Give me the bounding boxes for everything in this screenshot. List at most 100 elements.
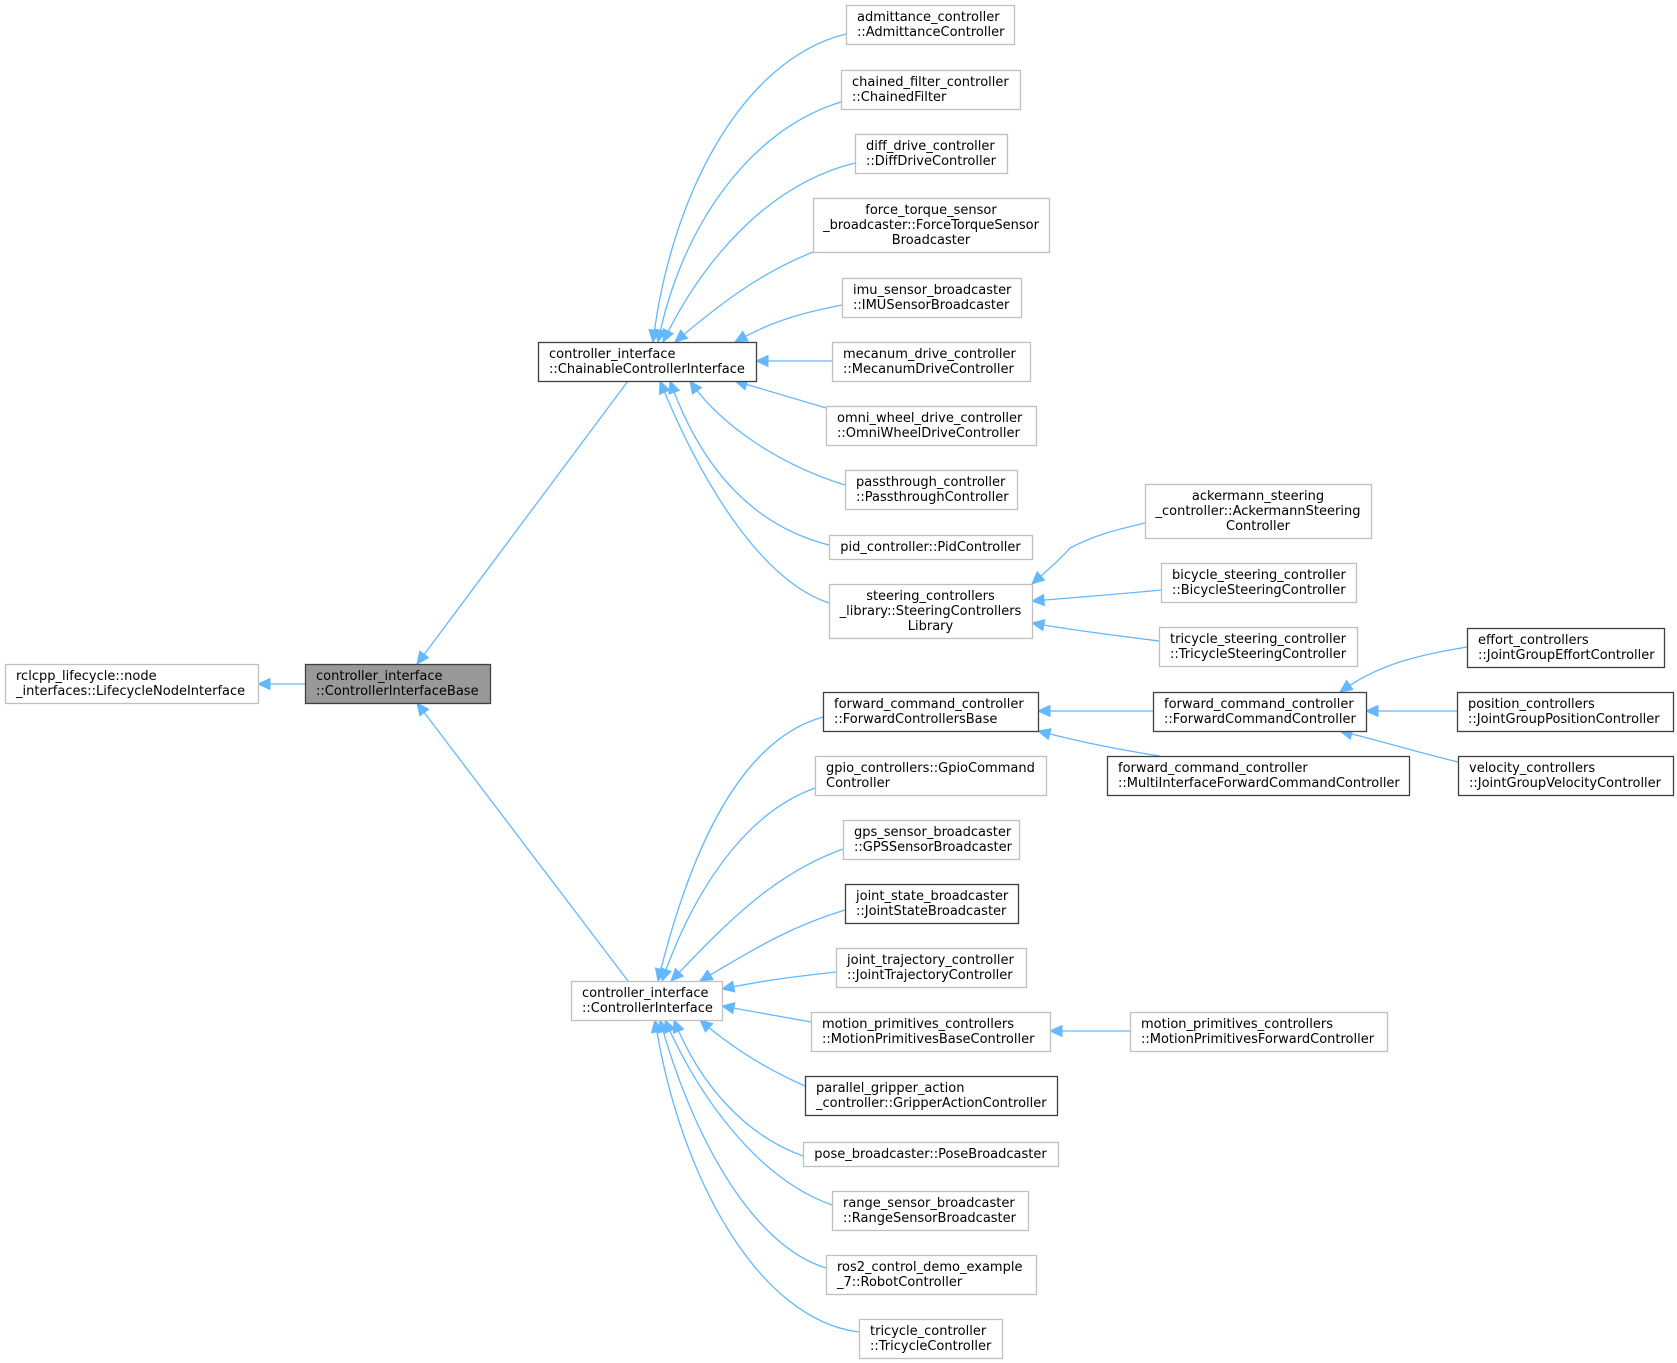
class-node-rclcpp[interactable]: rclcpp_lifecycle::node_interfaces::Lifec… — [4, 663, 260, 705]
class-name-line: Controller — [826, 776, 891, 791]
class-node-ci[interactable]: controller_interface::ControllerInterfac… — [570, 980, 724, 1022]
class-node-diff[interactable]: diff_drive_controller::DiffDriveControll… — [854, 133, 1009, 175]
class-name-line: chained_filter_controller — [852, 75, 1009, 90]
class-box — [845, 4, 1016, 46]
class-node-omni[interactable]: omni_wheel_drive_controller::OmniWheelDr… — [825, 405, 1038, 447]
inheritance-edge-pid-to-cci — [668, 379, 830, 546]
class-node-cib: controller_interface::ControllerInterfac… — [304, 663, 492, 705]
class-box — [537, 341, 758, 383]
class-name-line: Broadcaster — [892, 233, 971, 248]
class-box — [1457, 755, 1675, 797]
class-name-line: ::GPSSensorBroadcaster — [854, 840, 1013, 855]
class-name-line: ::ForwardCommandController — [1164, 712, 1356, 727]
class-node-range[interactable]: range_sensor_broadcaster::RangeSensorBro… — [831, 1190, 1030, 1232]
arrowhead-icon — [698, 969, 714, 982]
class-node-tricycle[interactable]: tricycle_controller::TricycleController — [858, 1318, 1004, 1360]
class-node-force[interactable]: force_torque_sensor_broadcaster::ForceTo… — [812, 197, 1051, 254]
class-name-line: pose_broadcaster::PoseBroadcaster — [814, 1147, 1047, 1162]
class-node-multifwd[interactable]: forward_command_controller::MultiInterfa… — [1106, 755, 1411, 797]
arrowhead-icon — [1339, 679, 1354, 693]
class-name-line: ::RangeSensorBroadcaster — [843, 1211, 1017, 1226]
class-node-mecanum[interactable]: mecanum_drive_controller::MecanumDriveCo… — [831, 341, 1032, 383]
class-name-line: _broadcaster::ForceTorqueSensor — [822, 218, 1040, 233]
arrowhead-icon — [1036, 728, 1052, 741]
class-name-line: ::JointGroupPositionController — [1468, 712, 1660, 727]
edge-line — [662, 162, 856, 343]
class-box — [570, 980, 724, 1022]
class-node-ros2demo[interactable]: ros2_control_demo_example_7::RobotContro… — [825, 1254, 1038, 1296]
inheritance-edge-pose-to-ci — [672, 1018, 804, 1157]
class-name-line: joint_state_broadcaster — [855, 889, 1009, 904]
edges-layer — [256, 33, 1468, 1333]
class-node-chained[interactable]: chained_filter_controller::ChainedFilter — [840, 69, 1022, 111]
class-node-tricyclesteer[interactable]: tricycle_steering_controller::TricycleSt… — [1158, 626, 1359, 668]
arrowhead-icon — [256, 677, 271, 691]
edge-line — [674, 251, 814, 343]
class-node-gripper[interactable]: parallel_gripper_action_controller::Grip… — [804, 1075, 1059, 1117]
class-name-line: gpio_controllers::GpioCommand — [826, 761, 1035, 776]
class-name-line: tricycle_steering_controller — [1170, 632, 1347, 647]
inheritance-edge-acker-to-steerlib — [1031, 522, 1146, 585]
class-node-fwdbase[interactable]: forward_command_controller::ForwardContr… — [822, 691, 1040, 733]
class-node-position[interactable]: position_controllers::JointGroupPosition… — [1456, 691, 1675, 733]
class-node-bicycle[interactable]: bicycle_steering_controller::BicycleStee… — [1160, 562, 1358, 604]
edge-line — [416, 380, 629, 665]
class-node-jointtraj[interactable]: joint_trajectory_controller::JointTrajec… — [835, 947, 1028, 989]
class-name-line: ::DiffDriveController — [866, 154, 997, 169]
arrowhead-icon — [689, 380, 703, 395]
class-box — [1160, 562, 1358, 604]
edge-line — [1339, 730, 1459, 763]
class-node-pid[interactable]: pid_controller::PidController — [828, 534, 1034, 561]
class-node-cci[interactable]: controller_interface::ChainableControlle… — [537, 341, 758, 383]
class-node-motionfwd[interactable]: motion_primitives_controllers::MotionPri… — [1129, 1011, 1389, 1053]
arrowhead-icon — [416, 650, 430, 665]
class-box — [1129, 1011, 1389, 1053]
class-box — [828, 534, 1034, 561]
class-name-line: ::JointTrajectoryController — [847, 968, 1013, 983]
class-node-imu[interactable]: imu_sensor_broadcaster::IMUSensorBroadca… — [841, 277, 1023, 319]
inheritance-edge-omni-to-cci — [733, 378, 827, 409]
inheritance-edge-imu-to-cci — [733, 304, 843, 343]
class-name-line: gps_sensor_broadcaster — [854, 825, 1012, 840]
edge-line — [659, 1019, 827, 1269]
class-node-steerlib[interactable]: steering_controllers_library::SteeringCo… — [828, 583, 1034, 640]
inheritance-edge-gripper-to-ci — [699, 1019, 806, 1087]
inheritance-edge-bicycle-to-steerlib — [1030, 589, 1162, 607]
class-node-admit[interactable]: admittance_controller::AdmittanceControl… — [845, 4, 1016, 46]
inheritance-edge-motionfwd-to-motionbase — [1048, 1024, 1130, 1038]
arrowhead-icon — [733, 330, 749, 343]
class-name-line: diff_drive_controller — [866, 139, 995, 154]
class-box — [835, 947, 1028, 989]
class-node-pass[interactable]: passthrough_controller::PassthroughContr… — [844, 469, 1019, 511]
class-name-line: controller_interface — [316, 669, 443, 684]
class-node-velocity[interactable]: velocity_controllers::JointGroupVelocity… — [1457, 755, 1675, 797]
class-node-acker[interactable]: ackermann_steering_controller::Ackermann… — [1144, 483, 1373, 540]
class-name-line: _controller::AckermannSteering — [1155, 504, 1361, 519]
class-box — [854, 133, 1009, 175]
inheritance-edge-motionbase-to-ci — [720, 1002, 812, 1023]
class-box — [1152, 691, 1368, 733]
class-name-line: bicycle_steering_controller — [1172, 568, 1346, 583]
class-node-effort[interactable]: effort_controllers::JointGroupEffortCont… — [1466, 627, 1666, 669]
inheritance-edge-admit-to-cci — [648, 33, 847, 344]
arrowhead-icon — [660, 967, 673, 983]
class-node-pose[interactable]: pose_broadcaster::PoseBroadcaster — [802, 1141, 1060, 1168]
class-name-line: ackermann_steering — [1192, 489, 1324, 504]
class-box — [831, 1190, 1030, 1232]
class-name-line: mecanum_drive_controller — [843, 347, 1016, 362]
class-box — [1106, 755, 1411, 797]
class-node-motionbase[interactable]: motion_primitives_controllers::MotionPri… — [810, 1011, 1052, 1053]
edge-line — [1031, 522, 1146, 585]
class-name-line: ::MotionPrimitivesForwardController — [1141, 1032, 1375, 1047]
class-name-line: ::MecanumDriveController — [843, 362, 1014, 377]
arrowhead-icon — [1030, 619, 1046, 632]
arrowhead-icon — [720, 980, 736, 993]
class-node-fwdcmd[interactable]: forward_command_controller::ForwardComma… — [1152, 691, 1368, 733]
class-node-jointstate[interactable]: joint_state_broadcaster::JointStateBroad… — [844, 883, 1020, 925]
class-node-gps[interactable]: gps_sensor_broadcaster::GPSSensorBroadca… — [842, 819, 1021, 861]
class-name-line: imu_sensor_broadcaster — [853, 283, 1012, 298]
edge-line — [664, 1019, 833, 1206]
edge-line — [1031, 622, 1160, 642]
